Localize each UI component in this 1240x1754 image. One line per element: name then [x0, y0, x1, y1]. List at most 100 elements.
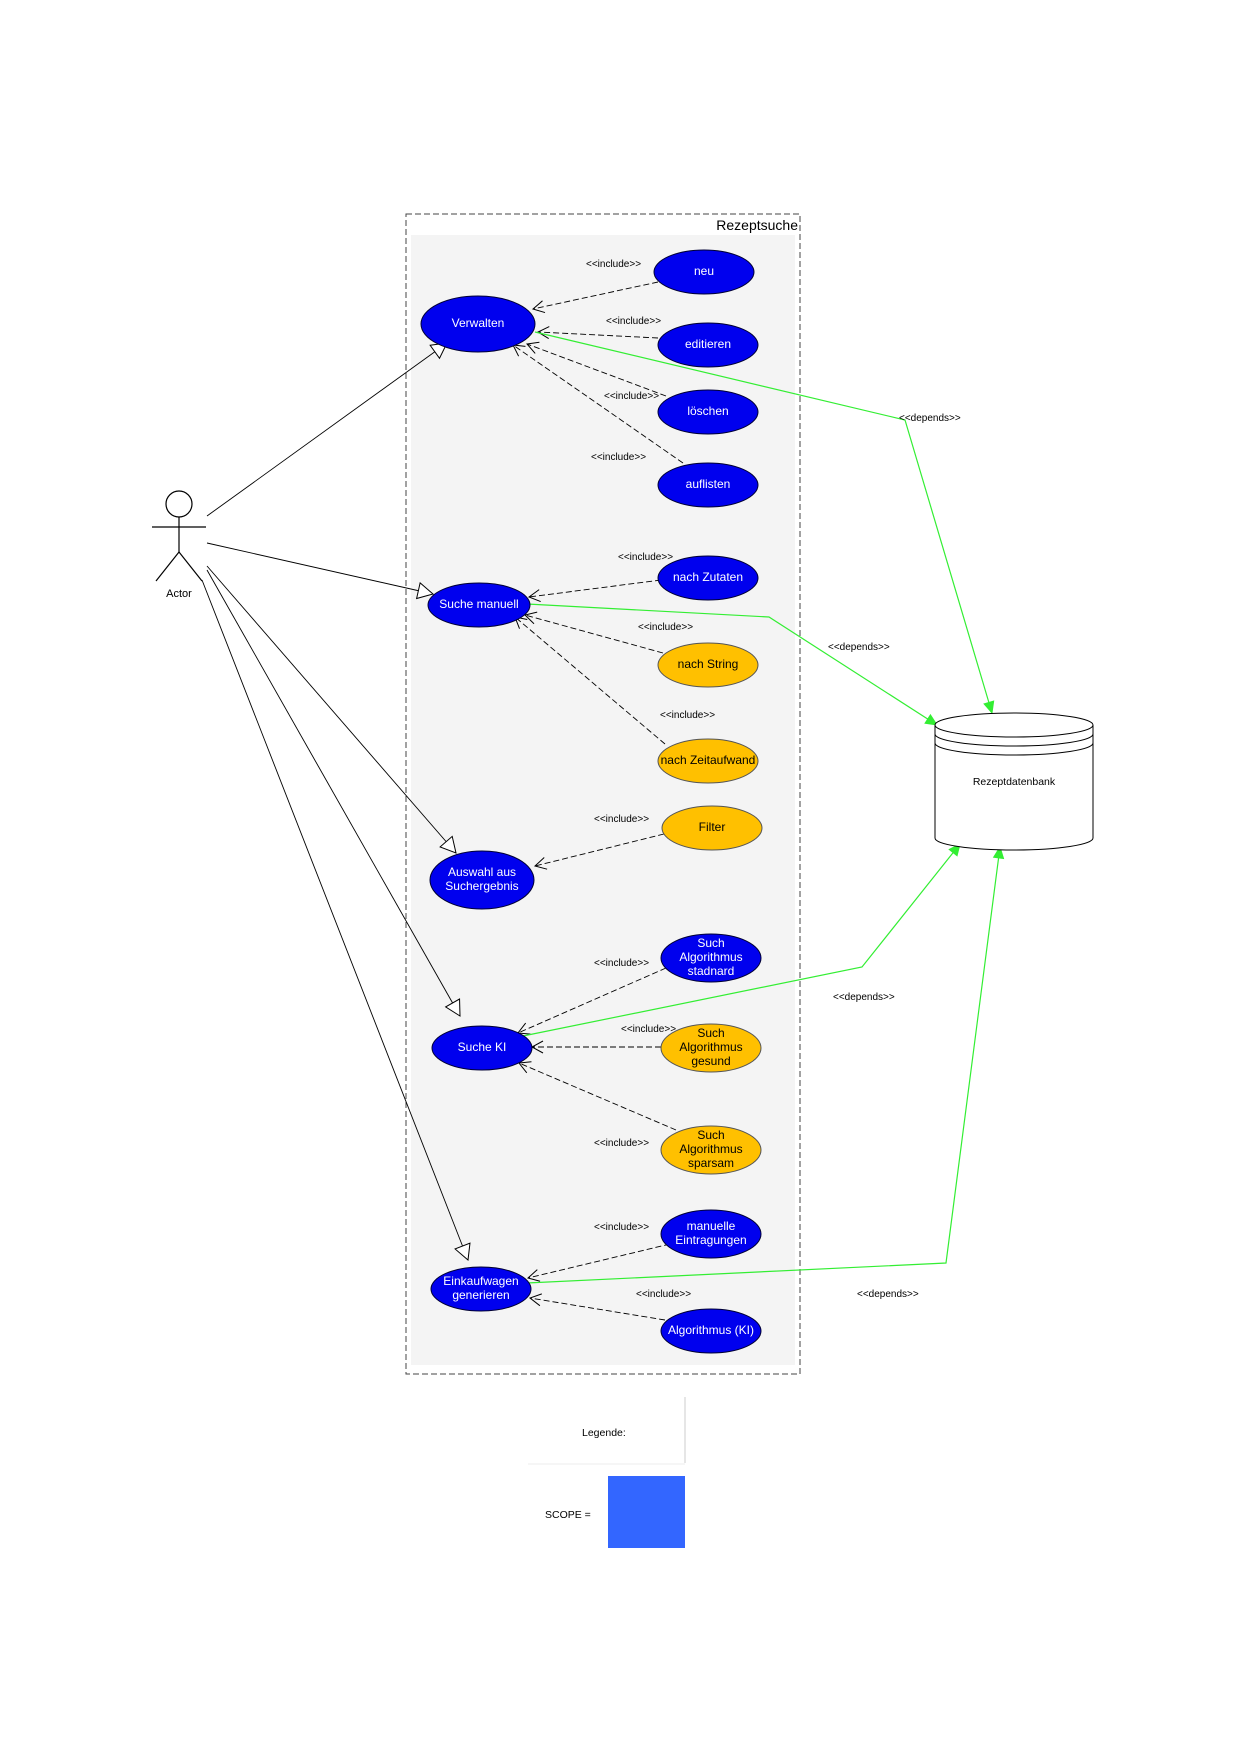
include-label: <<include>>: [594, 814, 649, 825]
use-case-label: Such: [697, 1128, 724, 1142]
actor-associations: [201, 342, 471, 1261]
use-case-label: nach Zeitaufwand: [661, 753, 756, 767]
include-label: <<include>>: [621, 1024, 676, 1035]
use-case-label: Auswahl aus: [448, 865, 516, 879]
use-case-nach-string[interactable]: nach String: [657, 642, 759, 688]
depends-label: <<depends>>: [833, 992, 895, 1003]
include-auflisten: [512, 344, 684, 464]
use-case-ellipse: [660, 1023, 762, 1073]
use-case-label: Algorithmus (KI): [668, 1323, 754, 1337]
include-zutaten: [527, 579, 662, 603]
depends-label: <<depends>>: [857, 1289, 919, 1300]
use-case-label: Suche KI: [458, 1040, 507, 1054]
use-case-ellipse: [657, 389, 759, 435]
use-case-ellipse: [660, 933, 762, 983]
include-label: <<include>>: [594, 1138, 649, 1149]
use-case-label: Algorithmus: [679, 950, 742, 964]
actor-label: Actor: [166, 588, 192, 600]
use-case-label: nach Zutaten: [673, 570, 743, 584]
use-case-label: manuelle: [687, 1219, 736, 1233]
include-label: <<include>>: [594, 1222, 649, 1233]
use-case-ellipse: [660, 1209, 762, 1259]
include-label: <<include>>: [586, 259, 641, 270]
assoc-auswahl: [206, 565, 457, 854]
system-title: Rezeptsuche: [716, 217, 798, 233]
use-case-nach-zeitaufwand[interactable]: nach Zeitaufwand: [657, 738, 759, 784]
use-case-label: Suchergebnis: [445, 879, 518, 893]
use-case-editieren[interactable]: editieren: [657, 322, 759, 368]
include-loeschen: [526, 341, 667, 397]
use-case-label: neu: [694, 264, 714, 278]
include-neu: [531, 281, 659, 314]
use-case-filter[interactable]: Filter: [661, 805, 763, 851]
include-string: [523, 611, 664, 654]
use-case-ellipse: [660, 1308, 762, 1354]
use-case-ellipse: [657, 738, 759, 784]
include-label: <<include>>: [591, 452, 646, 463]
legend-scope-swatch: [608, 1476, 685, 1548]
use-case-suche-manuell[interactable]: Suche manuell: [427, 582, 531, 628]
include-relations: [512, 281, 684, 1321]
include-label: <<include>>: [638, 622, 693, 633]
include-filter: [533, 833, 665, 870]
use-case-ellipse: [660, 1125, 762, 1175]
use-case-label: Algorithmus: [679, 1142, 742, 1156]
include-editieren: [536, 326, 659, 339]
use-case-neu[interactable]: neu: [653, 249, 755, 295]
use-case-label: Algorithmus: [679, 1040, 742, 1054]
system-boundary: Rezeptsuche: [405, 213, 801, 1375]
assoc-suche-manuell: [206, 542, 435, 600]
use-case-ellipse: [427, 582, 531, 628]
use-case-label: Verwalten: [452, 316, 505, 330]
depends-verwalten: [534, 331, 995, 715]
use-case-label: löschen: [687, 404, 728, 418]
include-labels: <<include>> <<include>> <<include>> <<in…: [586, 259, 715, 1300]
use-case-ellipse: [431, 1025, 533, 1071]
use-case-label: Suche manuell: [439, 597, 518, 611]
use-case-ellipse: [661, 805, 763, 851]
assoc-verwalten: [206, 342, 448, 517]
include-manuelle: [526, 1243, 671, 1282]
actor[interactable]: Actor: [152, 490, 206, 600]
legend-scope-label: SCOPE =: [545, 1509, 591, 1521]
use-case-nach-zutaten[interactable]: nach Zutaten: [657, 555, 759, 601]
use-case-label: Such: [697, 1026, 724, 1040]
include-label: <<include>>: [618, 552, 673, 563]
use-case-label: gesund: [691, 1054, 730, 1068]
depends-suche-ki: [522, 843, 961, 1037]
include-label: <<include>>: [636, 1289, 691, 1300]
use-case-auflisten[interactable]: auflisten: [657, 462, 759, 508]
depends-relations: [522, 331, 1005, 1284]
use-case-label: Such: [697, 936, 724, 950]
database-label: Rezeptdatenbank: [973, 776, 1056, 788]
use-case-loeschen[interactable]: löschen: [657, 389, 759, 435]
use-case-ellipse: [657, 462, 759, 508]
assoc-suche-ki: [206, 569, 461, 1017]
use-case-label: stadnard: [688, 964, 735, 978]
include-label: <<include>>: [660, 710, 715, 721]
legend: Legende: SCOPE =: [528, 1397, 686, 1548]
use-case-label: nach String: [678, 657, 739, 671]
include-algorithmus-ki: [528, 1293, 666, 1321]
use-case-ellipse: [657, 642, 759, 688]
use-case-label: Eintragungen: [675, 1233, 746, 1247]
use-case-label: auflisten: [686, 477, 731, 491]
use-case-ellipse: [430, 1266, 532, 1312]
database-rezeptdatenbank[interactable]: Rezeptdatenbank: [934, 712, 1094, 851]
actor-head: [165, 490, 193, 518]
use-case-algorithmus-ki[interactable]: Algorithmus (KI): [660, 1308, 762, 1354]
include-zeitaufwand: [514, 616, 666, 745]
use-case-suche-ki[interactable]: Suche KI: [431, 1025, 533, 1071]
use-case-ellipse: [420, 295, 536, 353]
use-case-ellipse: [653, 249, 755, 295]
depends-suche-manuell: [526, 603, 939, 726]
assoc-einkaufwagen: [201, 579, 471, 1261]
use-case-verwalten[interactable]: Verwalten: [420, 295, 536, 353]
